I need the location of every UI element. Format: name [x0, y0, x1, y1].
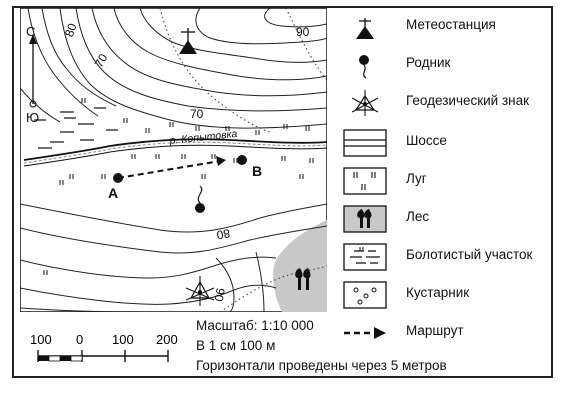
- shrub-icon: [343, 281, 387, 309]
- contour-lines: [20, 8, 327, 129]
- topographic-map: С Ю 90 80 70 70 80 90 р. Копытовка А В: [20, 8, 327, 312]
- legend-label: Шоссе: [406, 133, 447, 148]
- point-b-marker: [237, 155, 247, 165]
- weather-station-icon: [356, 18, 374, 39]
- contour-label: 80: [62, 21, 80, 39]
- legend-label: Метеостанция: [406, 17, 496, 32]
- point-a-label: А: [108, 185, 118, 201]
- route-arrow-icon: [344, 327, 386, 339]
- legend-item: Метеостанция: [342, 12, 552, 42]
- scale-tick-label: 0: [76, 332, 83, 347]
- contour-interval-note: Горизонтали проведены через 5 метров: [196, 358, 447, 373]
- legend-item: Родник: [342, 50, 552, 80]
- legend-item: Луг: [342, 166, 552, 196]
- spring-icon: [359, 55, 369, 79]
- swamp-marks: [34, 107, 118, 149]
- swamp-icon: [343, 243, 387, 271]
- highway-icon: [343, 129, 387, 157]
- contour-label: 90: [296, 25, 310, 39]
- forest-tree-icon: [295, 268, 311, 290]
- legend-label: Геодезический знак: [406, 93, 530, 108]
- meadow-marks: [43, 98, 314, 275]
- legend-item: Шоссе: [342, 128, 552, 158]
- geodetic-mark-icon: [185, 276, 215, 306]
- legend-item: Лес: [342, 204, 552, 234]
- weather-station-icon: [179, 28, 197, 54]
- north-label: С: [26, 24, 35, 39]
- legend-item: Геодезический знак: [342, 88, 552, 118]
- south-label: Ю: [26, 110, 39, 125]
- scale-per-cm: В 1 см 100 м: [196, 338, 276, 353]
- contour-label: 90: [211, 287, 227, 303]
- legend-label: Родник: [406, 55, 451, 70]
- contour-label: 70: [92, 51, 111, 70]
- contour-label: 80: [215, 226, 231, 242]
- spring-icon: [195, 185, 205, 213]
- legend-label: Лес: [406, 209, 430, 224]
- geodetic-mark-icon: [351, 90, 379, 116]
- contour-label: 70: [190, 107, 204, 121]
- river: [23, 138, 327, 161]
- legend-item: Маршрут: [342, 318, 552, 348]
- legend-label: Кустарник: [406, 285, 470, 300]
- forest-area: [273, 220, 327, 312]
- scale-ratio: Масштаб: 1:10 000: [196, 318, 314, 333]
- scale-tick-label: 200: [156, 332, 178, 347]
- scale-tick-label: 100: [112, 332, 134, 347]
- north-arrow: [29, 34, 37, 108]
- scale-tick-label: 100: [30, 332, 52, 347]
- forest-icon: [343, 205, 387, 233]
- legend-item: Болотистый участок: [342, 242, 552, 272]
- legend-label: Луг: [406, 171, 427, 186]
- point-a-marker: [113, 173, 123, 183]
- legend-label: Маршрут: [406, 323, 464, 338]
- legend-item: Кустарник: [342, 280, 552, 310]
- scale-bar: 100 0 100 200: [30, 332, 178, 362]
- legend-label: Болотистый участок: [406, 247, 533, 262]
- point-b-label: В: [252, 163, 262, 179]
- route: [113, 155, 247, 183]
- meadow-icon: [343, 167, 387, 195]
